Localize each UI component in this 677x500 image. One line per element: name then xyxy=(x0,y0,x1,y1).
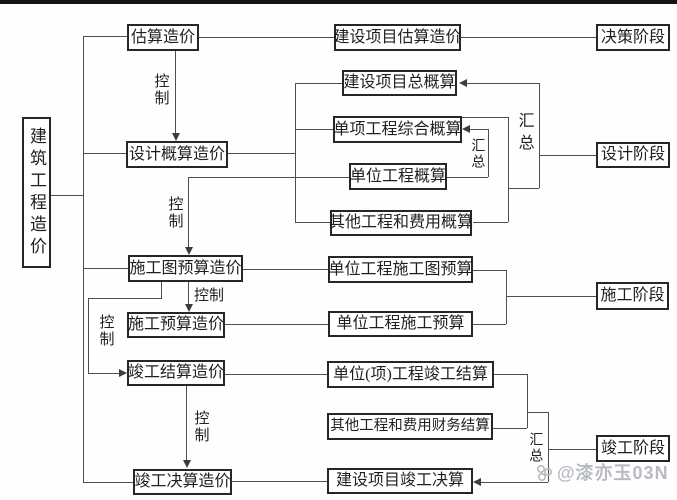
arrow-down-icon xyxy=(185,304,193,312)
connector-line xyxy=(188,177,349,178)
arrow-down-icon xyxy=(183,460,191,468)
node-unit-construction-budget: 单位工程施工预算 xyxy=(328,311,473,337)
control-arrow-line xyxy=(188,177,189,249)
node-unit-drawing-budget: 单位工程施工图预算 xyxy=(328,256,473,283)
connector-line xyxy=(232,481,327,482)
summary-line xyxy=(539,83,540,188)
connector-line xyxy=(51,195,83,196)
node-single-comprehensive-budget: 单项工程综合概算 xyxy=(333,116,462,143)
summary-label: 汇总 xyxy=(515,112,533,156)
connector-line xyxy=(243,269,328,270)
node-building-engineering-cost: 建筑工程造价 xyxy=(22,117,51,268)
connector-line xyxy=(473,270,506,271)
control-arrow-line xyxy=(88,298,89,373)
arrow-right-icon xyxy=(119,369,127,377)
connector-line xyxy=(473,324,506,325)
node-estimate-cost: 估算造价 xyxy=(127,24,199,51)
connector-line xyxy=(225,374,327,375)
summary-line xyxy=(447,177,488,178)
connector-line xyxy=(461,37,596,38)
node-unit-completion-settlement: 单位(项)工程竣工结算 xyxy=(327,361,494,388)
connector-line xyxy=(83,36,84,483)
control-arrow-line xyxy=(175,51,176,135)
control-label: 控制 xyxy=(97,314,114,348)
node-unit-project-budget: 单位工程概算 xyxy=(349,163,447,190)
summary-line xyxy=(473,222,508,223)
node-final-account-cost: 竣工决算造价 xyxy=(133,469,232,495)
summary-line xyxy=(462,117,508,118)
connector-line xyxy=(539,155,596,156)
summary-line xyxy=(508,188,539,189)
node-design-stage: 设计阶段 xyxy=(596,142,670,168)
control-label: 控制 xyxy=(152,73,169,107)
connector-line xyxy=(225,324,328,325)
node-design-budget-cost: 设计概算造价 xyxy=(126,141,228,168)
node-completion-stage: 竣工阶段 xyxy=(596,435,670,462)
connector-line xyxy=(506,270,507,324)
summary-line xyxy=(508,117,509,222)
control-arrow-line xyxy=(186,386,187,462)
connector-line xyxy=(548,449,596,450)
summary-line xyxy=(548,412,549,482)
summary-line xyxy=(493,428,527,429)
summary-label: 汇总 xyxy=(469,138,485,170)
watermark-bubbles-icon xyxy=(534,460,556,484)
connector-line xyxy=(295,222,330,223)
control-arrow-line xyxy=(88,373,119,374)
summary-line xyxy=(479,482,548,483)
connector-line xyxy=(83,153,126,154)
control-arrow-line xyxy=(188,282,189,306)
summary-line xyxy=(527,374,528,428)
summary-label: 汇总 xyxy=(527,432,543,464)
control-arrow-line xyxy=(161,282,162,298)
connector-line xyxy=(228,153,295,154)
summary-line xyxy=(465,83,539,84)
connector-line xyxy=(83,36,127,37)
control-label: 控制 xyxy=(166,196,183,230)
connector-line xyxy=(295,83,296,222)
arrow-down-icon xyxy=(185,247,193,255)
summary-line xyxy=(527,412,548,413)
control-label: 控制 xyxy=(192,410,209,444)
top-border-band xyxy=(0,0,677,4)
connector-line xyxy=(506,296,596,297)
node-project-total-budget: 建设项目总概算 xyxy=(342,70,457,96)
arrow-left-icon xyxy=(462,125,470,133)
arrow-left-icon xyxy=(473,478,481,486)
control-label: 控制 xyxy=(194,288,225,304)
node-decision-stage: 决策阶段 xyxy=(596,24,670,51)
watermark-text: @漆亦玉03N xyxy=(557,463,669,483)
summary-line xyxy=(494,374,527,375)
connector-line xyxy=(83,268,128,269)
node-other-works-financial-settlement: 其他工程和费用财务结算 xyxy=(327,413,493,440)
connector-line xyxy=(199,37,334,38)
arrow-left-icon xyxy=(459,79,467,87)
summary-line xyxy=(488,129,489,177)
node-project-final-account: 建设项目竣工决算 xyxy=(327,468,473,494)
connector-line xyxy=(295,129,333,130)
control-arrow-line xyxy=(88,298,162,299)
node-construction-stage: 施工阶段 xyxy=(596,282,669,310)
arrow-down-icon xyxy=(172,133,180,141)
summary-line xyxy=(468,129,488,130)
node-construction-drawing-budget-cost: 施工图预算造价 xyxy=(128,255,243,282)
node-project-estimate: 建设项目估算造价 xyxy=(334,24,462,51)
node-other-works-budget: 其他工程和费用概算 xyxy=(329,210,473,236)
node-completion-settlement-cost: 竣工结算造价 xyxy=(127,360,225,386)
watermark: @漆亦玉03N xyxy=(534,459,669,485)
connector-line xyxy=(83,482,133,483)
node-construction-budget-cost: 施工预算造价 xyxy=(127,312,225,338)
connector-line xyxy=(295,83,342,84)
